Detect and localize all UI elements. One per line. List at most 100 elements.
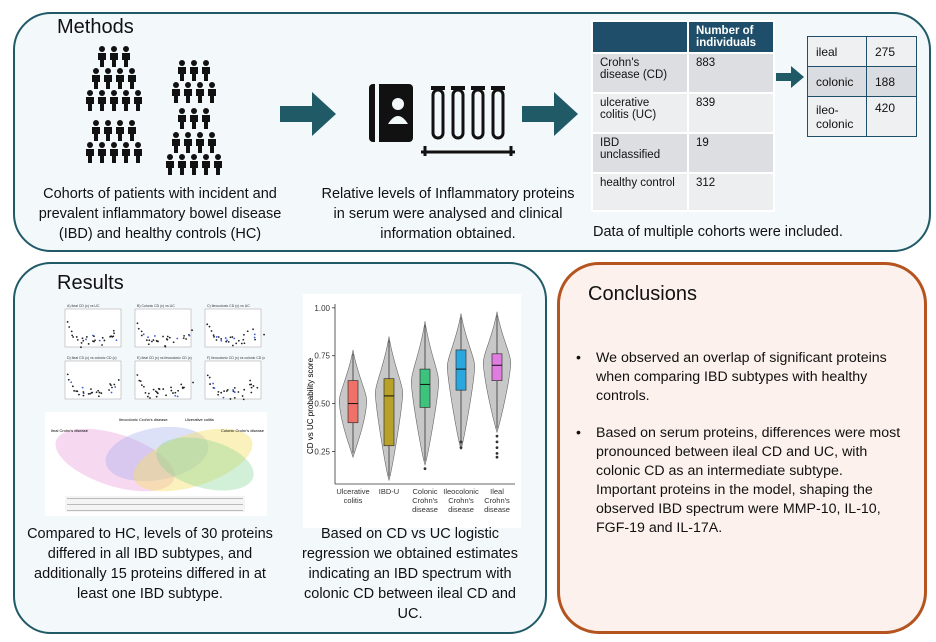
outlier-point	[495, 434, 499, 438]
lab-caption: Relative levels of Inflammatory proteins…	[321, 186, 575, 242]
volcano-point	[156, 392, 159, 395]
volcano-point	[110, 384, 112, 387]
volcano-point	[147, 343, 150, 346]
volcano-point	[252, 385, 255, 387]
volcano-point	[136, 374, 139, 376]
volcano-point	[139, 380, 142, 383]
volcano-point	[149, 397, 151, 399]
table-cell: ulcerative colitis (UC)	[591, 92, 689, 134]
volcano-point	[206, 374, 209, 377]
volcano-point	[217, 393, 219, 396]
volcano-point	[220, 391, 223, 394]
outlier-point	[495, 451, 499, 455]
volcano-point	[209, 383, 211, 385]
results-title: Results	[57, 272, 124, 294]
outlier-point	[495, 446, 499, 450]
volcano-point	[233, 337, 236, 340]
volcano-point	[155, 395, 158, 398]
outlier-point	[459, 440, 463, 444]
table-cell: 883	[687, 52, 775, 94]
venn-diagram: Ileal Crohn's disease Ileocolonic Crohn'…	[45, 412, 267, 516]
volcano-point	[82, 391, 85, 393]
volcano-point	[90, 388, 92, 391]
volcano-point	[250, 383, 253, 386]
volcano-title: A) Ileal CD (c) vs UC	[67, 304, 100, 308]
volcano-point	[108, 389, 110, 391]
volcano-point	[110, 335, 112, 338]
volcano-point	[112, 335, 115, 338]
volcano-point	[117, 379, 120, 381]
volcano-point	[152, 339, 155, 341]
volcano-point	[154, 335, 156, 337]
people-icon	[86, 46, 222, 175]
outlier-point	[495, 440, 499, 444]
volcano-point	[250, 391, 253, 394]
volcano-frame	[134, 308, 192, 348]
volcano-point	[250, 386, 253, 389]
volcano-frame	[204, 308, 262, 348]
box	[491, 353, 503, 381]
volcano-point	[181, 387, 184, 390]
box	[347, 380, 359, 424]
volcano-point	[237, 339, 240, 342]
volcano-point	[213, 335, 215, 338]
volcano-point	[185, 338, 188, 340]
methods-panel: Methods Cohorts of patients with inciden…	[13, 12, 931, 252]
x-tick-label: disease	[412, 505, 438, 514]
volcano-point	[162, 335, 164, 338]
volcano-point	[225, 390, 228, 392]
volcano-point	[95, 391, 98, 394]
volcano-point	[76, 338, 79, 341]
cohorts-caption: Cohorts of patients with incident and pr…	[38, 186, 282, 242]
volcano-point	[229, 398, 232, 400]
volcano-point	[148, 339, 151, 342]
x-tick-label: colitis	[344, 496, 363, 505]
volcano-point	[137, 327, 140, 330]
results-right-caption: Based on CD vs UC logistic regression we…	[301, 526, 518, 622]
volcano-point	[215, 336, 218, 338]
lab-record-icon	[369, 84, 515, 156]
volcano-point	[225, 340, 228, 343]
volcano-point	[243, 388, 246, 391]
volcano-point	[217, 390, 220, 393]
table-cell: 839	[687, 92, 775, 134]
volcano-frame	[134, 360, 192, 400]
x-tick-label: Crohn's	[412, 496, 438, 505]
x-tick-label: Ileal	[490, 487, 504, 496]
volcano-point	[243, 333, 245, 336]
table-cell: colonic	[807, 66, 867, 97]
volcano-point	[142, 333, 145, 336]
volcano-point	[66, 373, 69, 376]
volcano-point	[191, 329, 193, 332]
volcano-point	[231, 344, 234, 347]
volcano-point	[254, 338, 256, 341]
table-cell: Crohn's disease (CD)	[591, 52, 689, 94]
volcano-point	[114, 386, 117, 388]
data-caption: Data of multiple cohorts were included.	[593, 224, 843, 240]
results-left-caption: Compared to HC, levels of 30 proteins di…	[27, 526, 273, 602]
volcano-point	[220, 338, 223, 340]
outlier-point	[423, 467, 427, 471]
y-tick-label: 0.25	[314, 447, 330, 456]
violin-chart: CD vs UC probability score 1.000.750.500…	[303, 294, 521, 528]
conclusions-panel: Conclusions We observed an overlap of si…	[557, 262, 927, 634]
volcano-point	[66, 321, 69, 323]
volcano-point	[98, 391, 101, 394]
table-cell: 275	[866, 36, 917, 67]
volcano-point	[145, 339, 148, 342]
x-tick-label: Ulcerative	[336, 487, 369, 496]
outlier-point	[495, 455, 499, 459]
table-header	[591, 20, 689, 54]
arrow-right-icon	[776, 66, 804, 88]
volcano-title: D) Ileal CD (c) vs colonic CD (c)	[67, 356, 117, 360]
volcano-point	[72, 336, 75, 338]
x-tick-label: disease	[484, 505, 510, 514]
x-tick-label: disease	[448, 505, 474, 514]
volcano-point	[253, 333, 256, 336]
volcano-point	[75, 336, 78, 338]
volcano-point	[256, 386, 259, 389]
volcano-point	[170, 389, 173, 392]
volcano-point	[81, 386, 84, 389]
volcano-point	[111, 386, 113, 389]
